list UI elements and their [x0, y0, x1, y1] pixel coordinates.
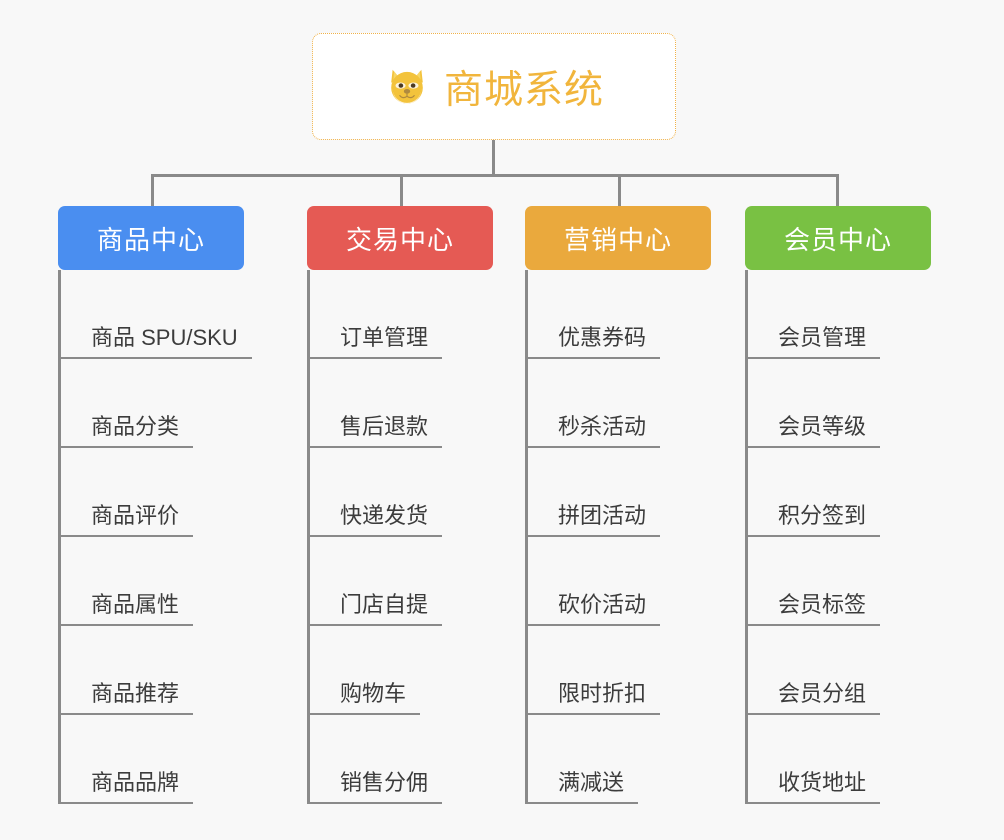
- leaf-item[interactable]: 门店自提: [307, 537, 493, 626]
- leaf-item-label: 商品属性: [61, 592, 194, 626]
- leaf-item[interactable]: 会员管理: [745, 270, 931, 359]
- connector-trunk-member-center: [745, 270, 748, 804]
- category-header-member-center[interactable]: 会员中心: [745, 206, 931, 270]
- leaf-item[interactable]: 购物车: [307, 626, 493, 715]
- leaf-item-label: 拼团活动: [528, 503, 661, 537]
- leaf-item[interactable]: 限时折扣: [525, 626, 711, 715]
- leaf-item-label: 会员分组: [748, 681, 881, 715]
- leaf-item[interactable]: 满减送: [525, 715, 711, 804]
- leaf-item-label: 商品评价: [61, 503, 194, 537]
- branch-column-member-center: 会员中心 会员管理会员等级积分签到会员标签会员分组收货地址: [745, 206, 931, 804]
- leaf-item-label: 收货地址: [748, 770, 881, 804]
- leaf-item-label: 满减送: [528, 770, 639, 804]
- leaf-item[interactable]: 积分签到: [745, 448, 931, 537]
- leaf-item[interactable]: 快递发货: [307, 448, 493, 537]
- leaf-item[interactable]: 收货地址: [745, 715, 931, 804]
- connector-drop-product-center: [151, 174, 154, 207]
- category-header-product-center[interactable]: 商品中心: [58, 206, 244, 270]
- connector-trunk-marketing-center: [525, 270, 528, 804]
- connector-root-stem: [492, 140, 495, 176]
- root-node-shopping-mall-system[interactable]: 商城系统: [312, 33, 676, 140]
- connector-trunk-product-center: [58, 270, 61, 804]
- root-node-title: 商城系统: [443, 68, 604, 112]
- leaf-item-label: 秒杀活动: [528, 414, 661, 448]
- leaf-item[interactable]: 订单管理: [307, 270, 493, 359]
- leaf-item[interactable]: 商品评价: [58, 448, 244, 537]
- leaf-item-label: 会员标签: [748, 592, 881, 626]
- leaf-item-label: 积分签到: [748, 503, 881, 537]
- leaf-list-member-center: 会员管理会员等级积分签到会员标签会员分组收货地址: [745, 270, 931, 804]
- leaf-item[interactable]: 售后退款: [307, 359, 493, 448]
- leaf-item-label: 商品推荐: [61, 681, 194, 715]
- leaf-item-label: 会员管理: [748, 325, 881, 359]
- leaf-item-label: 快递发货: [310, 503, 443, 537]
- category-header-label-product-center: 商品中心: [96, 224, 205, 255]
- leaf-item[interactable]: 砍价活动: [525, 537, 711, 626]
- connector-drop-member-center: [836, 174, 839, 207]
- leaf-item-label: 订单管理: [310, 325, 443, 359]
- category-header-trade-center[interactable]: 交易中心: [307, 206, 493, 270]
- leaf-item-label: 购物车: [310, 681, 421, 715]
- leaf-item-label: 售后退款: [310, 414, 443, 448]
- leaf-item-label: 限时折扣: [528, 681, 661, 715]
- leaf-item-label: 门店自提: [310, 592, 443, 626]
- leaf-item[interactable]: 会员标签: [745, 537, 931, 626]
- leaf-item-label: 砍价活动: [528, 592, 661, 626]
- root-node-content: 商城系统: [384, 59, 604, 115]
- leaf-item-label: 销售分佣: [310, 770, 443, 804]
- leaf-item[interactable]: 优惠券码: [525, 270, 711, 359]
- dog-face-icon: [384, 64, 430, 110]
- category-header-marketing-center[interactable]: 营销中心: [525, 206, 711, 270]
- leaf-list-product-center: 商品 SPU/SKU 商品分类商品评价商品属性商品推荐商品品牌: [58, 270, 252, 804]
- leaf-item[interactable]: 秒杀活动: [525, 359, 711, 448]
- connector-drop-trade-center: [400, 174, 403, 207]
- branch-column-trade-center: 交易中心 订单管理售后退款快递发货门店自提购物车销售分佣: [307, 206, 493, 804]
- category-header-label-member-center: 会员中心: [783, 224, 892, 255]
- category-header-label-trade-center: 交易中心: [345, 224, 454, 255]
- leaf-item-label: 商品 SPU/SKU: [61, 325, 252, 359]
- leaf-item[interactable]: 会员等级: [745, 359, 931, 448]
- connector-drop-marketing-center: [618, 174, 621, 207]
- leaf-item-label: 商品品牌: [61, 770, 194, 804]
- leaf-list-marketing-center: 优惠券码秒杀活动拼团活动砍价活动限时折扣满减送: [525, 270, 711, 804]
- leaf-item[interactable]: 商品属性: [58, 537, 244, 626]
- connector-horizontal-bus: [151, 174, 839, 177]
- category-header-label-marketing-center: 营销中心: [563, 224, 672, 255]
- leaf-item-label: 商品分类: [61, 414, 194, 448]
- leaf-item[interactable]: 商品分类: [58, 359, 244, 448]
- leaf-item[interactable]: 会员分组: [745, 626, 931, 715]
- branch-column-marketing-center: 营销中心 优惠券码秒杀活动拼团活动砍价活动限时折扣满减送: [525, 206, 711, 804]
- leaf-list-trade-center: 订单管理售后退款快递发货门店自提购物车销售分佣: [307, 270, 493, 804]
- leaf-item[interactable]: 商品 SPU/SKU: [58, 270, 252, 359]
- leaf-item-label: 优惠券码: [528, 325, 661, 359]
- connector-trunk-trade-center: [307, 270, 310, 804]
- leaf-item[interactable]: 拼团活动: [525, 448, 711, 537]
- leaf-item[interactable]: 销售分佣: [307, 715, 493, 804]
- leaf-item-label: 会员等级: [748, 414, 881, 448]
- leaf-item[interactable]: 商品推荐: [58, 626, 244, 715]
- leaf-item[interactable]: 商品品牌: [58, 715, 244, 804]
- branch-column-product-center: 商品中心 商品 SPU/SKU 商品分类商品评价商品属性商品推荐商品品牌: [58, 206, 252, 804]
